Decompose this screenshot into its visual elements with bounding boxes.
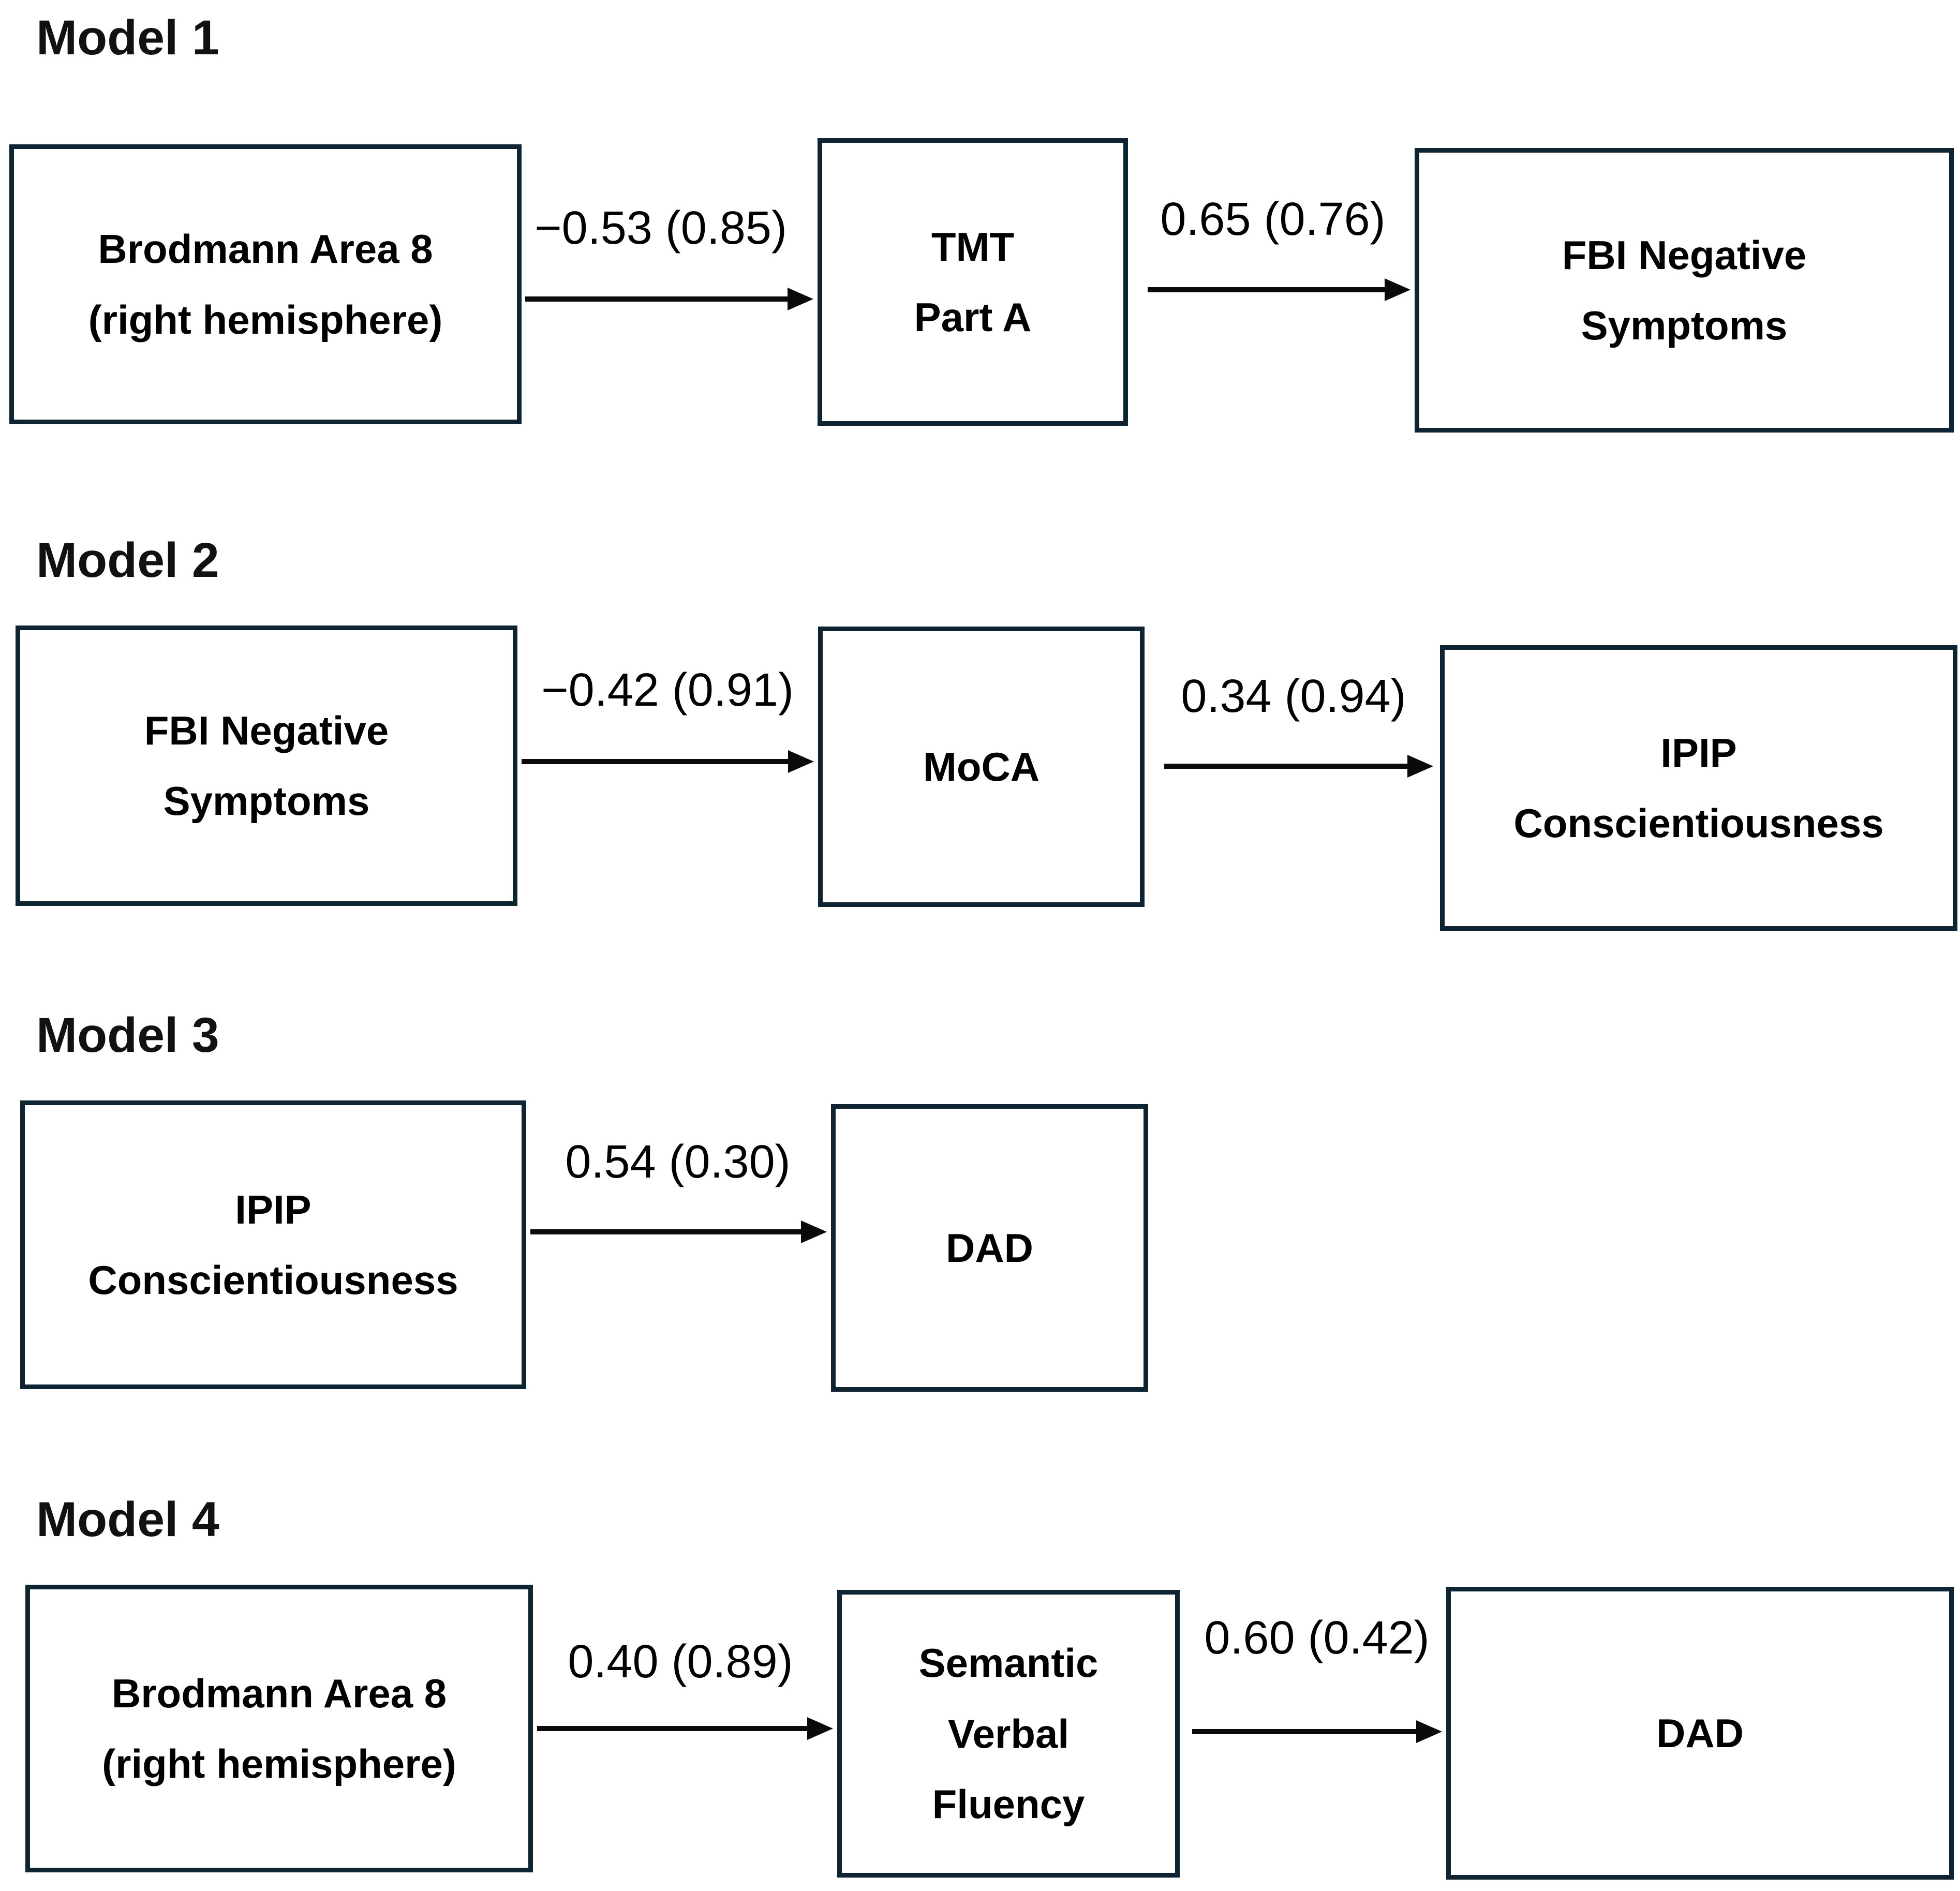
arrow-shaft [1148,287,1388,292]
box-text-line: FBI Negative [144,707,389,753]
model-2-arrow-b [1164,755,1433,778]
model-2-path-a-coefficient: −0.42 (0.91) [541,664,794,716]
arrow-head-icon [807,1717,833,1740]
box-text-line: IPIP [235,1186,311,1232]
box-text-line: Verbal [947,1710,1070,1756]
box-text-line: Brodmann Area 8 [111,1670,447,1716]
arrow-shaft [525,296,791,302]
model-1-arrow-a [525,288,813,310]
box-text-line: MoCA [923,743,1040,790]
model-3-path-coefficient: 0.54 (0.30) [565,1136,791,1188]
arrow-shaft [530,1229,804,1234]
box-text-line: Brodmann Area 8 [98,226,433,272]
box-text-line: FBI Negative [1562,232,1807,278]
model-2-box-moca: MoCA [818,627,1145,907]
model-2-path-b-coefficient: 0.34 (0.94) [1181,671,1406,722]
box-text-line: DAD [946,1225,1033,1271]
model-1-title: Model 1 [36,10,219,65]
arrow-shaft [522,759,791,764]
box-text-line: TMT [931,224,1015,270]
model-1-box-brodmann-area-8: Brodmann Area 8 (right hemisphere) [9,144,522,424]
box-text-line: IPIP [1660,729,1737,776]
arrow-shaft [1164,764,1410,769]
model-3-box-ipip-conscientiousness: IPIP Conscientiousness [20,1100,526,1389]
model-3-title: Model 3 [36,1008,219,1063]
model-1-path-b-coefficient: 0.65 (0.76) [1160,193,1386,245]
arrow-shaft [537,1726,810,1731]
arrow-head-icon [801,1220,827,1243]
model-2-arrow-a [522,750,814,773]
box-text-line: DAD [1656,1710,1744,1756]
model-2-box-fbi-negative-symptoms: FBI Negative Symptoms [16,626,517,906]
box-text-line: Symptoms [163,778,370,824]
model-4-box-dad: DAD [1446,1587,1954,1880]
box-text-line: (right hemisphere) [102,1741,456,1786]
model-4-path-b-coefficient: 0.60 (0.42) [1204,1612,1430,1664]
model-1-arrow-b [1148,278,1410,301]
arrow-head-icon [1416,1720,1442,1743]
arrow-head-icon [1385,278,1410,301]
model-4-arrow-b [1192,1720,1442,1743]
arrow-head-icon [788,288,813,310]
box-text-line: Semantic [918,1640,1098,1686]
box-text-line: (right hemisphere) [88,296,443,343]
box-text-line: Conscientiousness [1513,800,1884,846]
model-4-arrow-a [537,1717,833,1740]
model-2-title: Model 2 [36,533,219,588]
box-text-line: Part A [914,294,1032,340]
model-1-box-fbi-negative-symptoms: FBI Negative Symptoms [1415,148,1954,433]
box-text-line: Symptoms [1581,303,1788,348]
model-1-box-tmt-part-a: TMT Part A [818,138,1128,426]
model-4-box-semantic-verbal-fluency: Semantic Verbal Fluency [837,1590,1180,1878]
model-4-path-a-coefficient: 0.40 (0.89) [568,1636,793,1688]
model-4-title: Model 4 [36,1492,219,1547]
box-text-line: Conscientiousness [88,1257,458,1303]
model-1-path-a-coefficient: −0.53 (0.85) [534,202,787,254]
model-3-arrow [530,1220,827,1243]
arrow-head-icon [788,750,814,773]
model-4-box-brodmann-area-8: Brodmann Area 8 (right hemisphere) [25,1585,533,1872]
box-text-line: Fluency [932,1781,1085,1827]
model-3-box-dad: DAD [831,1104,1148,1392]
arrow-head-icon [1407,755,1433,778]
arrow-shaft [1192,1729,1419,1734]
model-2-box-ipip-conscientiousness: IPIP Conscientiousness [1440,645,1957,931]
